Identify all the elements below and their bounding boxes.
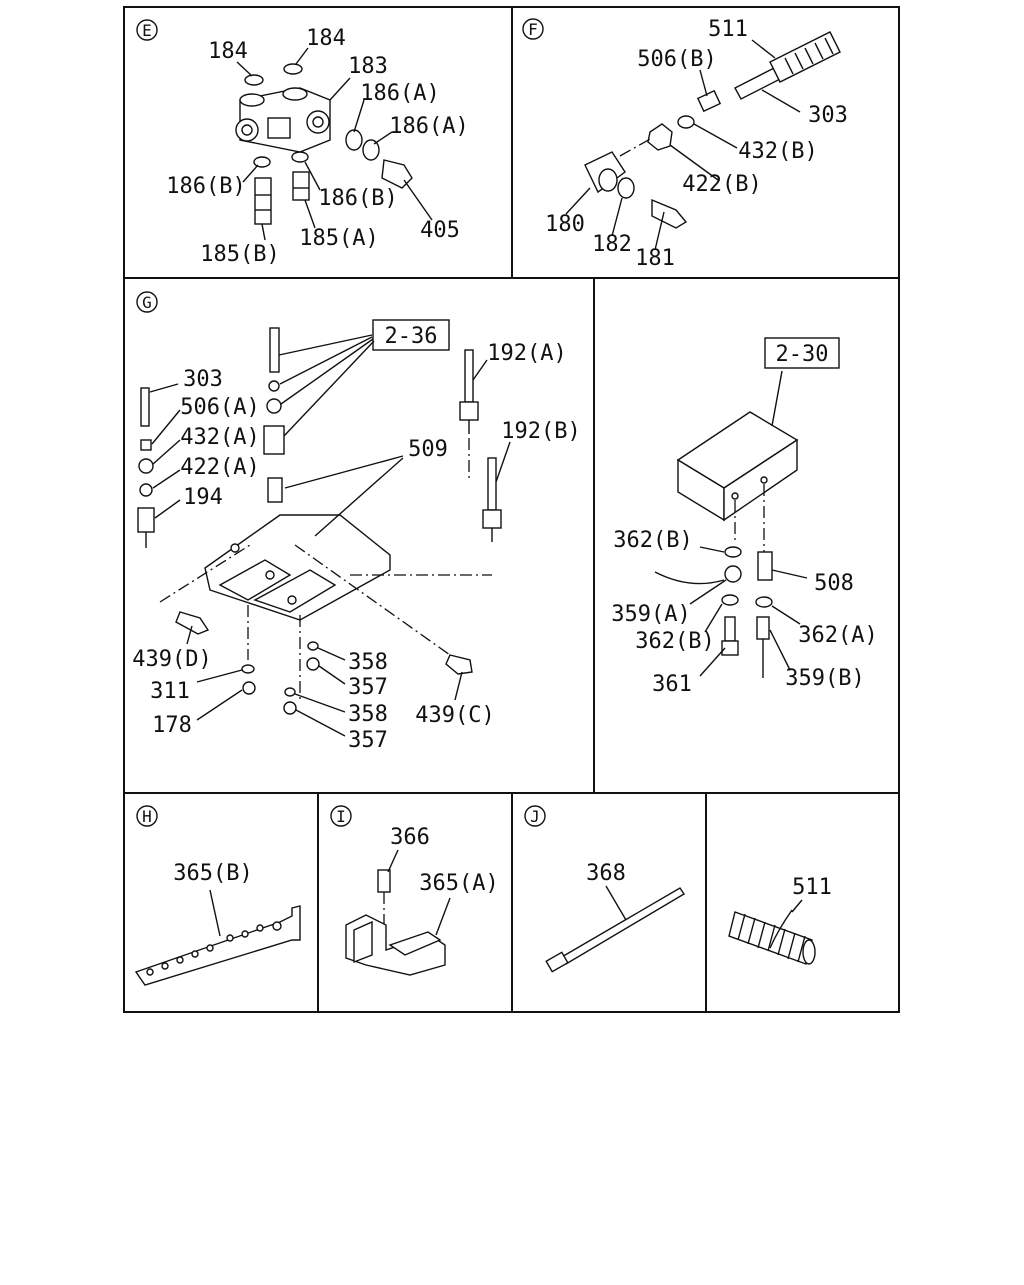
ref-box-2-36: 2-36 [372,319,450,351]
panel-e-leaders [236,47,433,241]
corrugated-tube-drawing [728,909,816,965]
cable-assembly-drawing [584,31,841,229]
leader-365b [209,889,221,937]
label-180: 180 [545,212,585,237]
label-365a: 365(A) [419,871,498,896]
label-357-a: 357 [348,675,388,700]
label-185a: 185(A) [299,226,378,251]
label-509: 509 [408,437,448,462]
label-184-a: 184 [208,39,248,64]
ref-box-2-36-text: 2-36 [385,324,438,349]
label-359a: 359(A) [611,602,690,627]
label-181: 181 [635,246,675,271]
panel-g-leaders [149,334,511,737]
panel-k: 511 [728,875,832,965]
panel-tag-g: G [136,291,158,313]
panel-tag-e: E [136,19,158,41]
panel-g: G 2-36 [132,291,581,753]
label-432b: 432(B) [738,139,817,164]
panel-tag-i: I [330,805,352,827]
label-362a: 362(A) [798,623,877,648]
panel-i-tag: I [336,807,346,826]
leader-368 [605,885,627,921]
ref-box-2-30-text: 2-30 [776,342,829,367]
valve-body-drawing [235,63,413,225]
panel-i: I 366 365(A) [330,805,499,976]
label-368: 368 [586,861,626,886]
label-186a-top: 186(A) [360,81,439,106]
label-511: 511 [708,17,748,42]
panel-g2: 2-30 [611,337,878,697]
label-362b-top: 362(B) [613,528,692,553]
bracket-assembly-drawing [137,327,502,715]
label-361: 361 [652,672,692,697]
label-186b-right: 186(B) [318,186,397,211]
label-186b-left: 186(B) [166,174,245,199]
label-362b-bottom: 362(B) [635,629,714,654]
label-405: 405 [420,218,460,243]
label-186a-bottom: 186(A) [389,114,468,139]
label-366: 366 [390,825,430,850]
panel-f-tag: F [528,20,538,39]
panel-j: J 368 [524,805,685,973]
panel-h-tag: H [142,807,152,826]
panel-h: H 365(B) [134,805,301,986]
ref-box-2-30: 2-30 [764,337,840,369]
label-508: 508 [814,571,854,596]
label-192b: 192(B) [501,419,580,444]
leader-365a [435,897,451,936]
panel-tag-h: H [136,805,158,827]
flat-bracket-drawing [134,905,301,986]
label-359b: 359(B) [785,666,864,691]
leader-511-k [791,899,803,913]
panel-tag-f: F [522,18,544,40]
label-511-k: 511 [792,875,832,900]
label-184-b: 184 [306,26,346,51]
label-358-a: 358 [348,650,388,675]
leader-366 [387,849,399,873]
label-365b: 365(B) [173,861,252,886]
module-box-drawing [654,411,799,678]
label-192a: 192(A) [487,341,566,366]
label-185b: 185(B) [200,242,279,267]
label-506a: 506(A) [180,395,259,420]
label-311: 311 [150,679,190,704]
label-439d: 439(D) [132,647,211,672]
panel-g2-leaders [689,370,808,677]
panel-f-leaders [565,39,801,251]
panel-f: F 511 [522,17,848,271]
label-432a: 432(A) [180,425,259,450]
label-422b: 422(B) [682,172,761,197]
label-357-b: 357 [348,728,388,753]
label-303-f: 303 [808,103,848,128]
label-178: 178 [152,713,192,738]
clip-bracket-drawing [345,869,446,976]
label-358-b: 358 [348,702,388,727]
panel-g-tag: G [142,293,152,312]
label-182: 182 [592,232,632,257]
label-183: 183 [348,54,388,79]
label-506b: 506(B) [637,47,716,72]
panel-frames [123,6,900,1013]
label-422a: 422(A) [180,455,259,480]
label-303-g: 303 [183,367,223,392]
panel-tag-j: J [524,805,546,827]
cable-tie-drawing [545,887,685,973]
panel-j-tag: J [530,807,540,826]
label-194: 194 [183,485,223,510]
panel-e: E [136,19,469,267]
label-439c: 439(C) [415,703,494,728]
panel-e-tag: E [142,21,152,40]
